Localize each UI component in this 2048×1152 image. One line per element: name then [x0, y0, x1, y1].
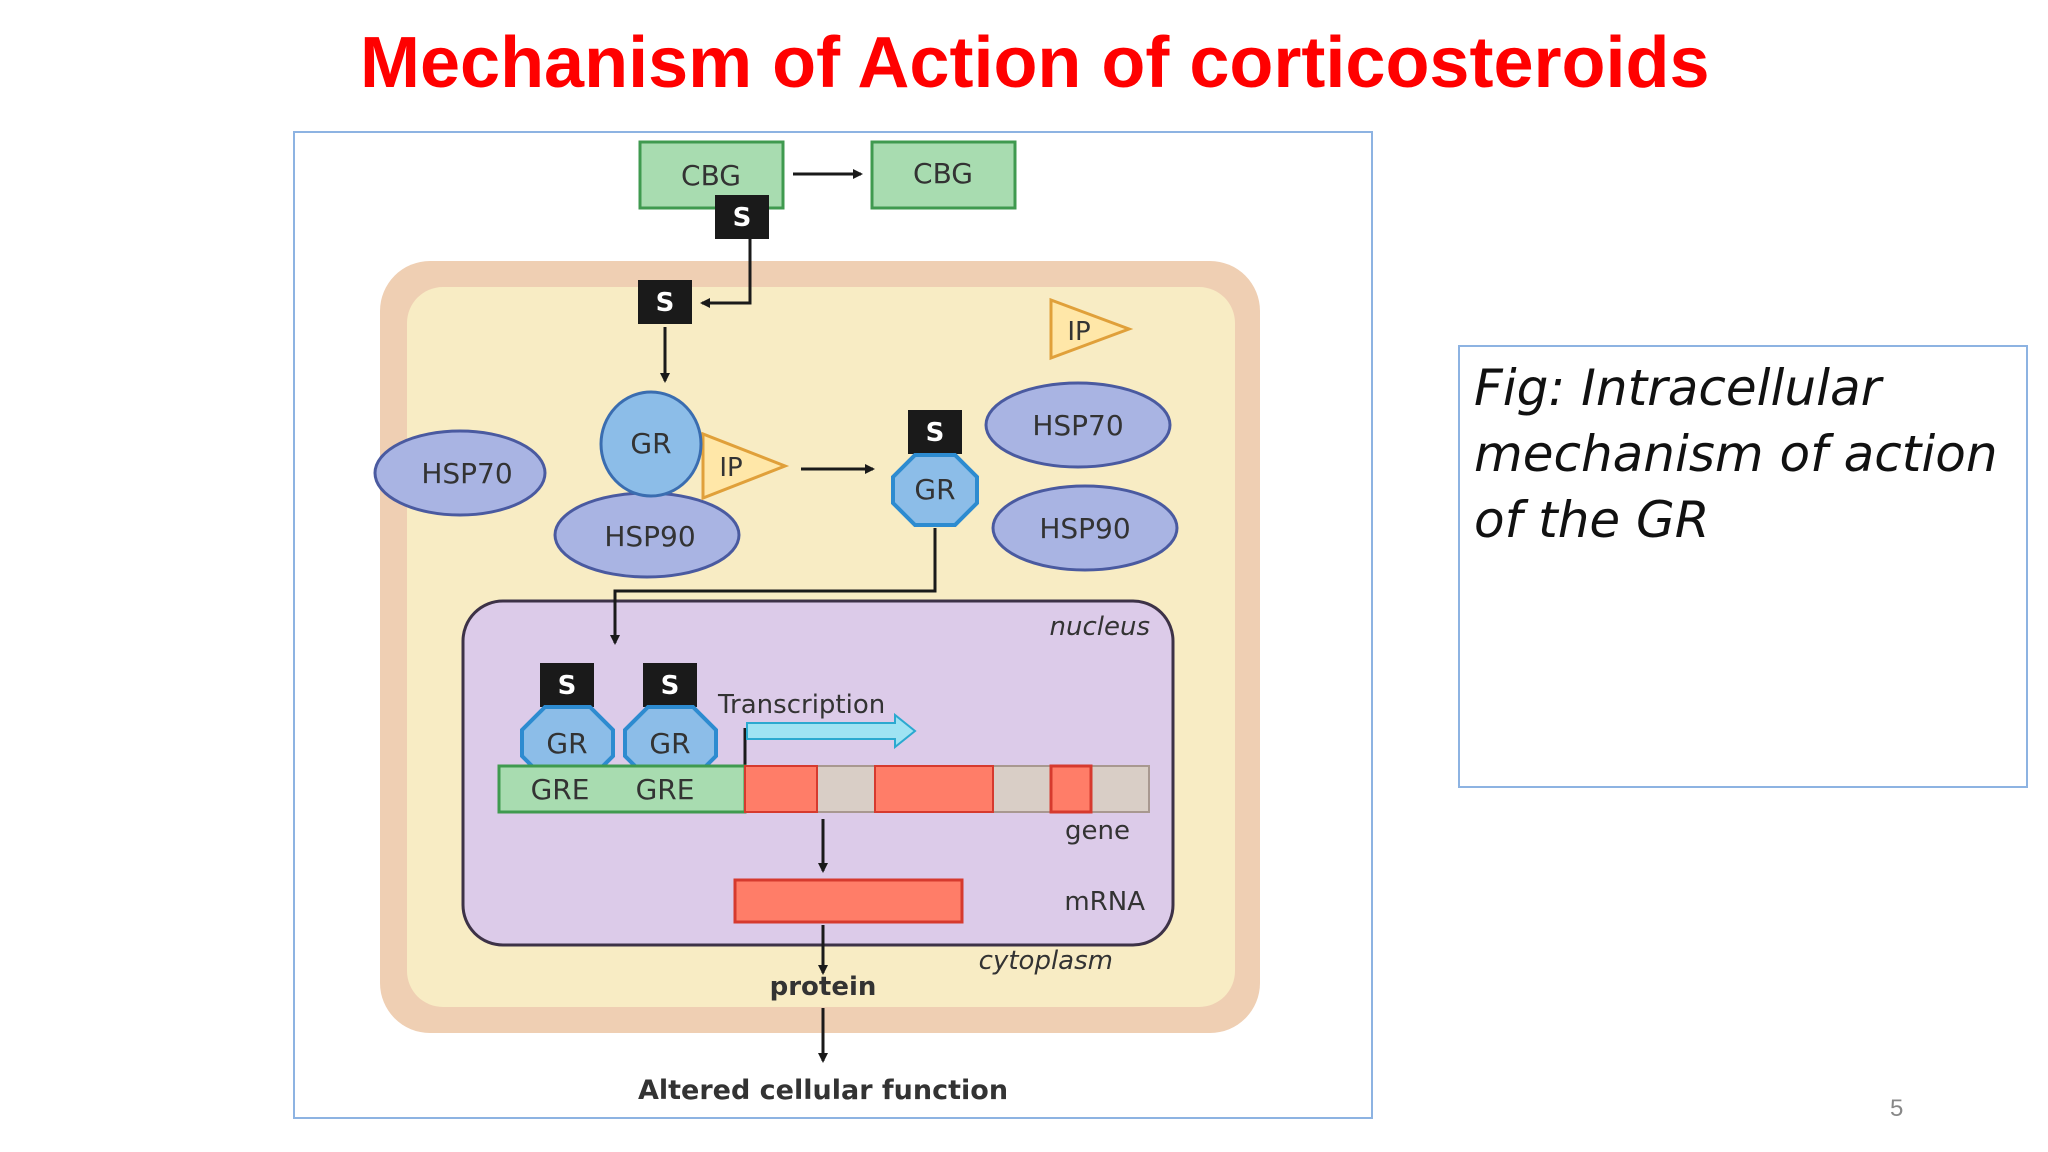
steroid-dimer-2 — [643, 663, 697, 707]
hsp90-released — [991, 484, 1179, 572]
steroid-on-cbg-label: S — [733, 203, 752, 233]
steroid-dimer-1 — [540, 663, 594, 707]
diagram-canvas: CBG CBG S S IP HSP70 HSP90 IP GR S GR — [373, 140, 1260, 1106]
steroid-dimer-1-label: S — [558, 671, 577, 701]
gr-activated — [891, 453, 979, 527]
protein-label: protein — [770, 972, 877, 1002]
steroid-activated — [908, 410, 962, 454]
steroid-entry-arrow — [700, 239, 752, 308]
hsp70-complex-label: HSP70 — [421, 457, 512, 490]
steroid-free-label: S — [656, 288, 675, 318]
gre-1-label: GRE — [531, 773, 590, 806]
gr-complex-label: GR — [630, 427, 671, 460]
gre-region — [497, 764, 747, 814]
gr-activated-label: GR — [914, 473, 955, 506]
ip-triangle-complex — [701, 431, 790, 501]
steroid-activated-label: S — [926, 418, 945, 448]
ip-triangle-free — [1049, 297, 1134, 361]
cbg-bound-label: CBG — [681, 159, 741, 192]
gre-2-label: GRE — [636, 773, 695, 806]
cytoplasm-label: cytoplasm — [979, 946, 1113, 976]
steroid-on-cbg — [715, 195, 769, 239]
hsp70-released — [984, 381, 1172, 469]
hsp90-released-label: HSP90 — [1039, 512, 1130, 545]
transcription-label: Transcription — [717, 690, 885, 720]
gr-complex — [599, 390, 703, 498]
altered-function-label: Altered cellular function — [638, 1075, 1008, 1106]
gr-dimer-2-label: GR — [649, 727, 690, 760]
nuclear-translocation-arrow — [610, 528, 937, 645]
hsp70-complex — [373, 429, 547, 517]
steroid-free — [638, 280, 692, 324]
slide-number: 5 — [1890, 1095, 1904, 1122]
mechanism-diagram: CBG CBG S S IP HSP70 HSP90 IP GR S GR — [293, 131, 1373, 1119]
ip-complex-label: IP — [719, 453, 742, 483]
transcription-arrow — [746, 712, 917, 750]
hsp70-released-label: HSP70 — [1032, 409, 1123, 442]
gene-exon-1 — [744, 765, 818, 813]
hsp90-complex-label: HSP90 — [604, 520, 695, 553]
gene-exon-3 — [1049, 764, 1093, 814]
figure-caption: Fig: Intracellular mechanism of action o… — [1474, 359, 1998, 549]
gene-exon-2 — [874, 765, 994, 813]
ip-free-label: IP — [1067, 317, 1090, 347]
gene-label: gene — [1065, 816, 1130, 846]
steroid-dimer-2-label: S — [661, 671, 680, 701]
nucleus-label: nucleus — [1050, 612, 1151, 642]
figure-caption-box: Fig: Intracellular mechanism of action o… — [1458, 345, 2028, 788]
mrna-bar — [733, 878, 964, 924]
cbg-free-label: CBG — [913, 157, 973, 190]
slide-title: Mechanism of Action of corticosteroids — [360, 23, 1710, 103]
gr-dimer-1-label: GR — [546, 727, 587, 760]
mrna-label: mRNA — [1064, 887, 1145, 917]
cbg-free-box — [870, 140, 1017, 210]
